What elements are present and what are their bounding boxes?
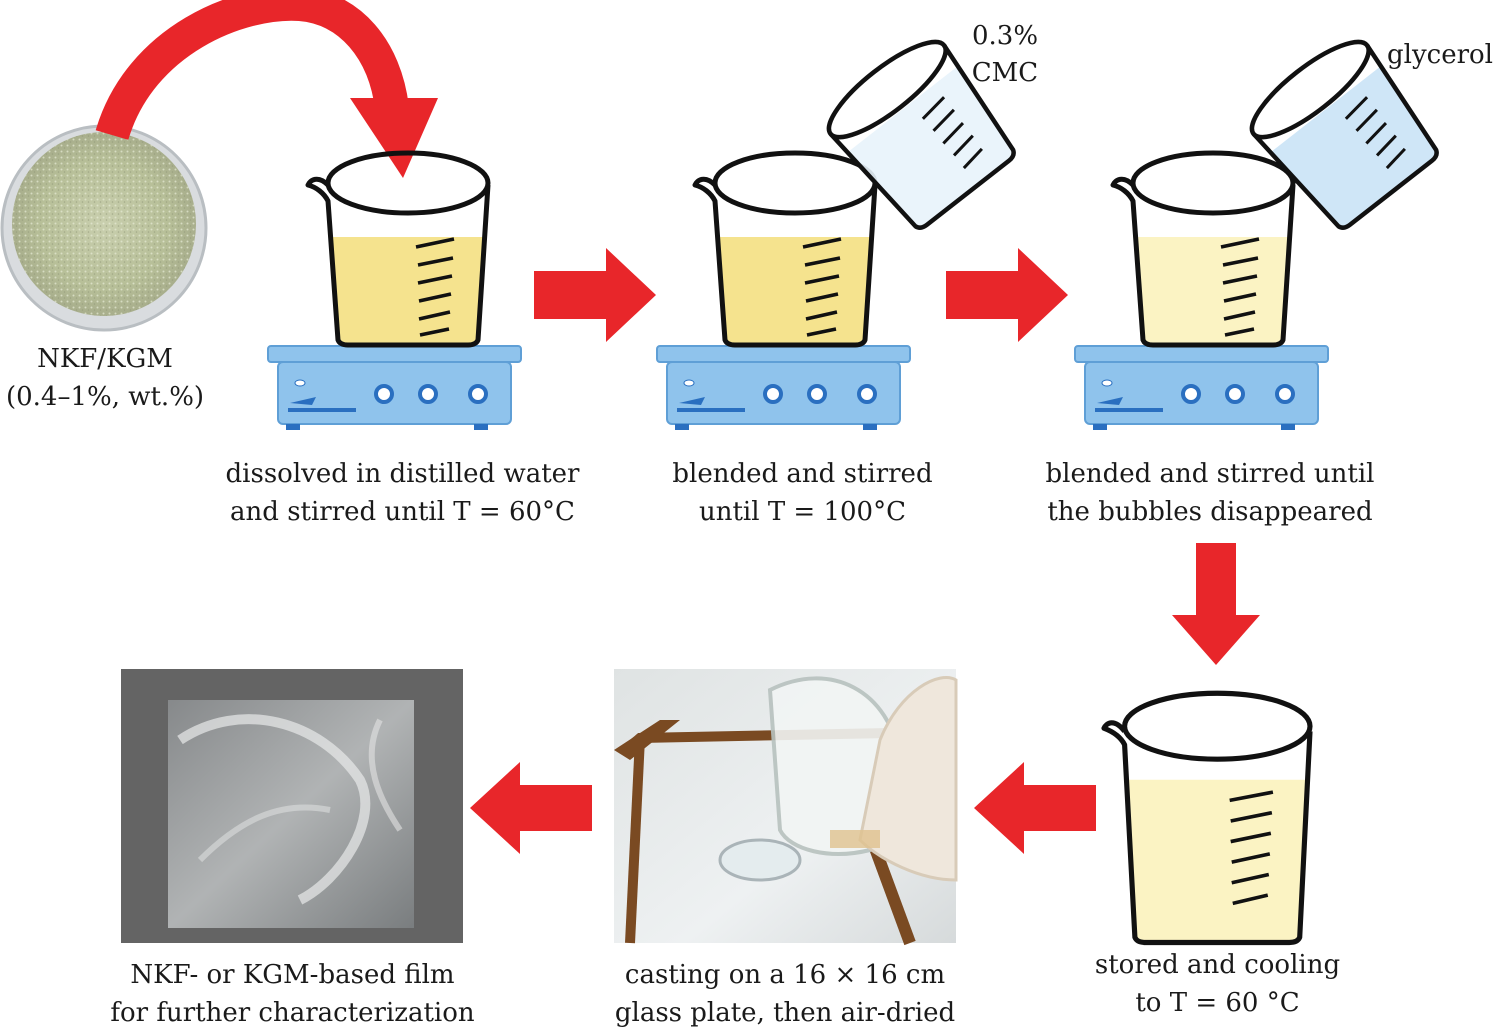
curved-arrow-icon xyxy=(95,0,438,178)
arrow-right-2-icon xyxy=(946,248,1068,342)
pouring-beaker-cmc xyxy=(826,39,1016,230)
step2-label: blended and stirred until T = 100°C xyxy=(672,459,933,527)
powder-dish xyxy=(0,124,208,332)
step4-label: stored and cooling to T = 60 °C xyxy=(1094,950,1341,1018)
casting-photo xyxy=(614,669,958,946)
glycerol-label: glycerol xyxy=(1387,40,1493,70)
step5-label: casting on a 16 × 16 cm glass plate, the… xyxy=(614,960,956,1028)
arrow-right-1-icon xyxy=(534,248,656,342)
beaker-2 xyxy=(692,150,878,348)
beaker-4 xyxy=(1101,690,1313,946)
arrow-left-2-icon xyxy=(470,762,592,854)
hot-plate-3 xyxy=(1074,345,1329,430)
powder-label: NKF/KGM (0.4–1%, wt.%) xyxy=(5,344,205,412)
hot-plate-2 xyxy=(656,345,911,430)
hot-plate-1 xyxy=(267,345,522,430)
pouring-beaker-glycerol xyxy=(1249,39,1439,230)
beaker-1 xyxy=(305,150,491,348)
arrow-down-icon xyxy=(1172,543,1260,665)
film-photo xyxy=(121,669,463,943)
step6-label: NKF- or KGM-based film for further chara… xyxy=(110,960,475,1028)
arrow-left-1-icon xyxy=(974,762,1096,854)
step1-label: dissolved in distilled water and stirred… xyxy=(225,459,580,527)
step3-label: blended and stirred until the bubbles di… xyxy=(1045,459,1375,527)
beaker-3 xyxy=(1110,150,1296,348)
cmc-label: 0.3% CMC xyxy=(971,21,1039,88)
